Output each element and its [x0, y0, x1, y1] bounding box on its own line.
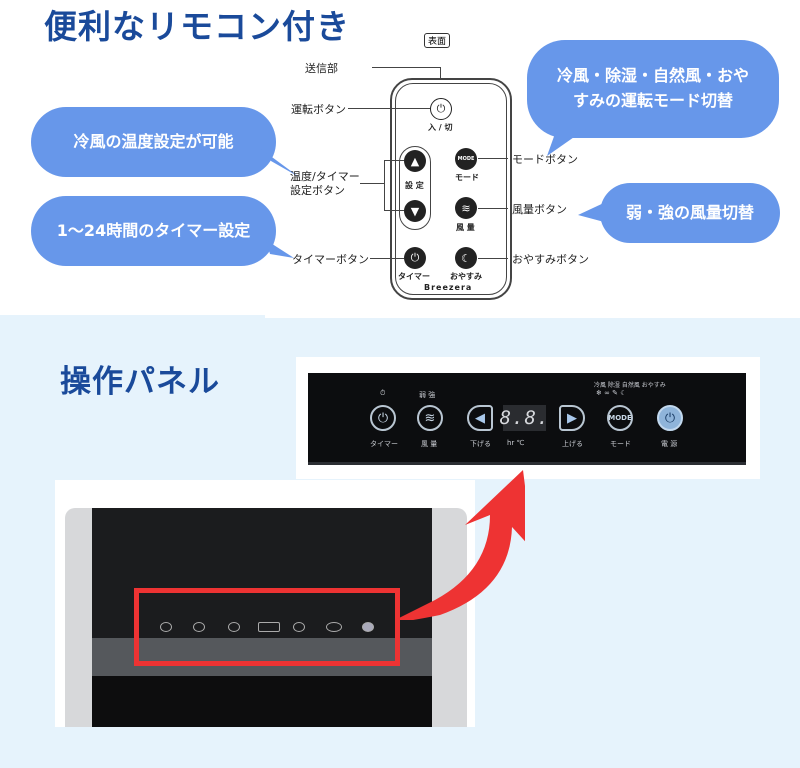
remote-sleep-label: おやすみ	[450, 272, 482, 281]
remote-setting-label: 設 定	[405, 181, 424, 190]
remote-control	[390, 78, 512, 300]
panel-timer-button[interactable]: ⏻	[370, 405, 396, 431]
leader-line	[384, 160, 404, 161]
bubble-timer: 1〜24時間のタイマー設定	[31, 196, 294, 266]
mini-button	[326, 622, 342, 632]
bubble-mode: 冷風・除湿・自然風・おや すみの運転モード切替	[527, 40, 779, 156]
remote-brand: Breezera	[424, 283, 473, 292]
remote-power-label: 入 / 切	[428, 123, 453, 132]
display-units: hr ℃	[507, 439, 525, 447]
leader-line	[348, 108, 430, 109]
remote-up-button[interactable]: ▲	[404, 150, 426, 172]
photo-bottom-bg	[55, 727, 475, 768]
panel-down-label: 下げる	[470, 440, 491, 448]
mini-button	[193, 622, 205, 632]
label-sleep: おやすみボタン	[512, 253, 589, 266]
remote-section-title: 便利なリモコン付き	[44, 7, 350, 46]
panel-fan-button[interactable]: ≋	[417, 405, 443, 431]
mini-button	[228, 622, 240, 632]
panel-fan-label: 風 量	[421, 440, 438, 448]
bubble-tail	[261, 149, 299, 177]
bubble-tail	[578, 201, 608, 223]
remote-power-button[interactable]: ⏻	[430, 98, 452, 120]
panel-power-label: 電 源	[661, 440, 678, 448]
panel-power-button[interactable]: ⏻	[657, 405, 683, 431]
label-setting: 温度/タイマー 設定ボタン	[290, 170, 360, 197]
bubble-cool-temp: 冷風の温度設定が可能	[31, 107, 299, 177]
mini-button	[293, 622, 305, 632]
label-transmitter: 送信部	[305, 62, 338, 75]
timer-indicator-icon: ⏱	[380, 389, 386, 397]
mini-button	[160, 622, 172, 632]
red-arrow-icon	[395, 470, 525, 620]
mode-indicators: 冷風 除湿 自然風 おやすみ	[594, 382, 666, 389]
remote-timer-label: タイマー	[398, 272, 430, 281]
remote-mode-button[interactable]: MODE	[455, 148, 477, 170]
label-power: 運転ボタン	[291, 103, 346, 116]
leader-line	[384, 160, 385, 210]
divider	[265, 310, 800, 318]
mini-button	[362, 622, 374, 632]
bubble-fan: 弱・強の風量切替	[578, 183, 780, 243]
remote-fan-button[interactable]: ≋	[455, 197, 477, 219]
leader-line	[372, 67, 440, 68]
panel-down-button[interactable]: ◀	[467, 405, 493, 431]
label-mode: モードボタン	[512, 153, 578, 166]
mode-indicator-icons: ❄ ∞ ✎ ☾	[596, 389, 627, 397]
remote-sleep-button[interactable]: ☾	[455, 247, 477, 269]
setting-button-group	[399, 146, 431, 230]
remote-down-button[interactable]: ▼	[404, 200, 426, 222]
panel-section-title: 操作パネル	[60, 364, 220, 400]
unit-top	[92, 508, 432, 638]
unit-grill	[92, 676, 432, 727]
panel-display: 8.8.	[499, 405, 550, 431]
remote-fan-label: 風 量	[456, 223, 475, 232]
leader-line	[478, 208, 508, 209]
remote-timer-button[interactable]: ⏻	[404, 247, 426, 269]
panel-mode-button[interactable]: MODE	[607, 405, 633, 431]
panel-up-label: 上げる	[562, 440, 583, 448]
unit-band	[92, 638, 432, 676]
label-fan: 風量ボタン	[512, 203, 567, 216]
panel-mode-label: モード	[610, 440, 631, 448]
leader-line	[360, 183, 384, 184]
leader-line	[478, 258, 508, 259]
panel-up-button[interactable]: ▶	[559, 405, 585, 431]
leader-line	[478, 158, 508, 159]
fan-indicators: 弱 強	[419, 391, 436, 399]
mini-display	[258, 622, 280, 632]
panel-timer-label: タイマー	[370, 440, 398, 448]
bubble-tail	[547, 128, 587, 156]
bubble-tail	[266, 240, 294, 258]
leader-line	[370, 258, 404, 259]
leader-line	[440, 67, 441, 79]
label-timer: タイマーボタン	[292, 253, 369, 266]
highlight-box	[134, 588, 400, 666]
leader-line	[384, 210, 404, 211]
face-tag: 表面	[424, 33, 451, 48]
remote-mode-label: モード	[455, 173, 479, 182]
